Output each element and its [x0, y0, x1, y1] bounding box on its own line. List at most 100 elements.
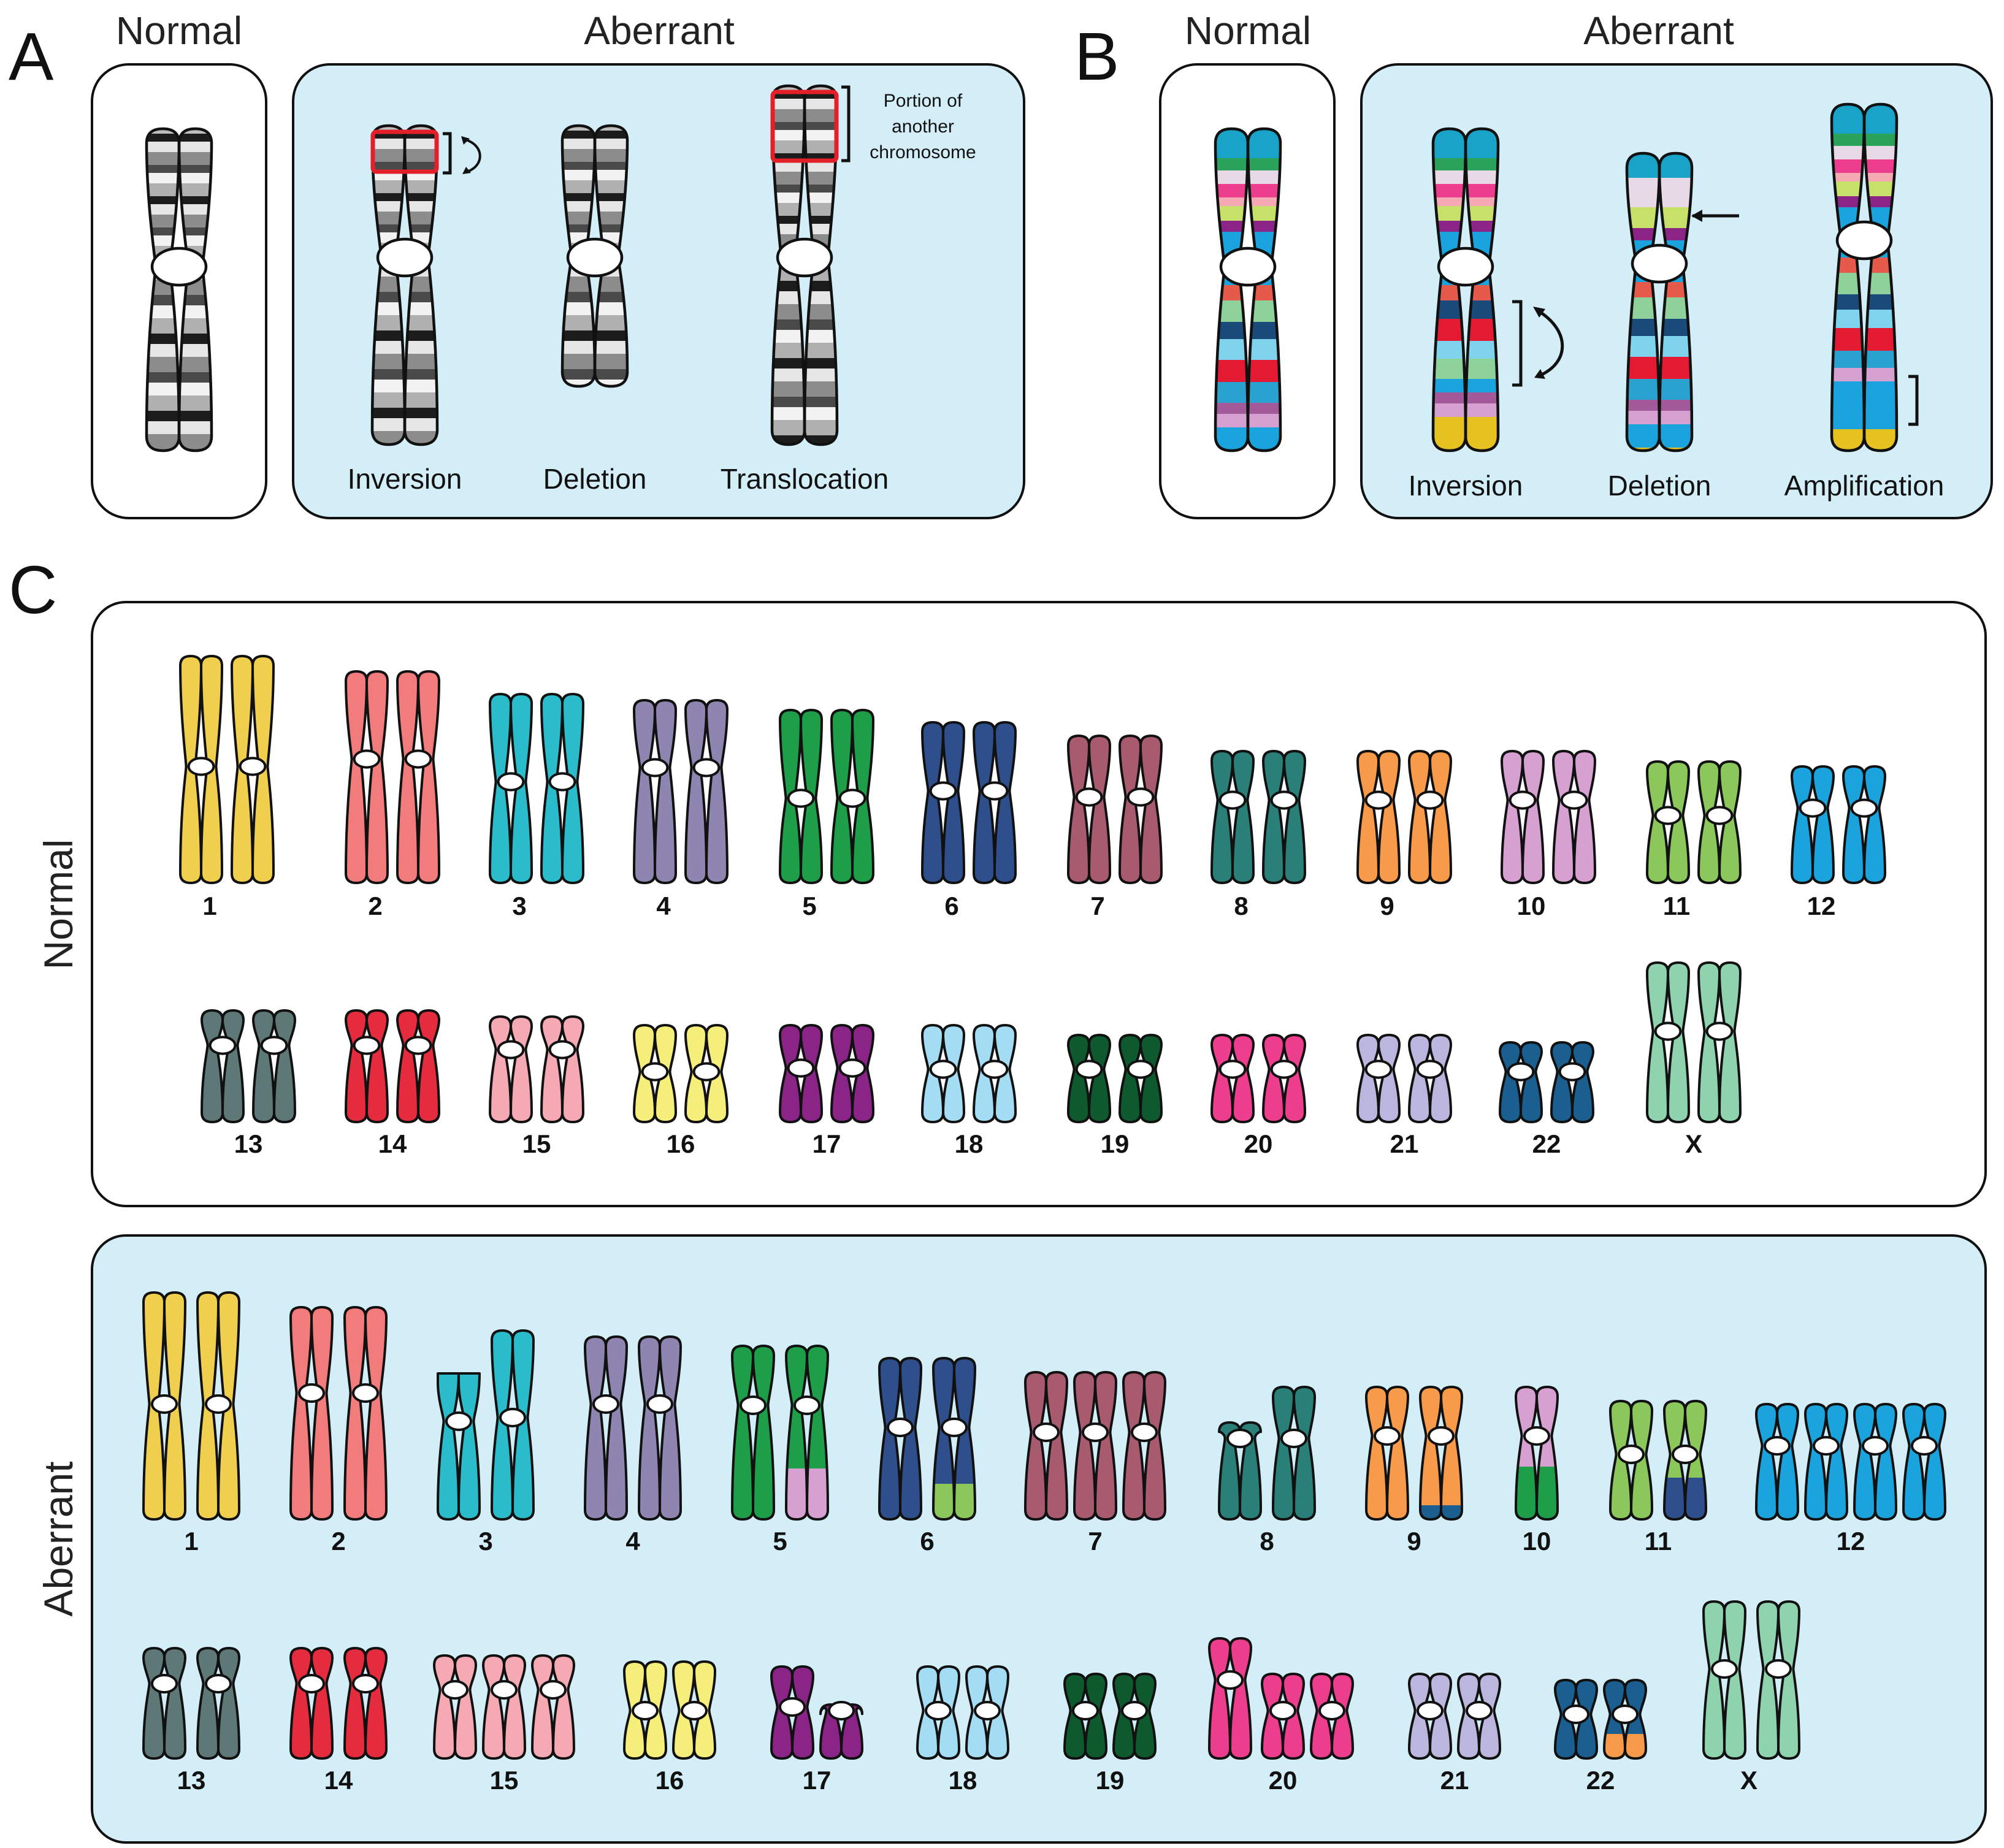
- chromosome-22-normal: [1499, 1041, 1543, 1123]
- chr-label-normal-2: 2: [368, 892, 382, 920]
- chr-label-normal-12: 12: [1807, 892, 1836, 920]
- translocation-note-line3: chromosome: [870, 142, 976, 162]
- chromosome-16-normal: [684, 1024, 729, 1123]
- chromosome-1-normal: [231, 655, 275, 884]
- panel-a-arrowhead-top: [461, 136, 470, 145]
- panel-b-inversion-chromosome: [1431, 127, 1500, 452]
- chr-label-normal-X: X: [1685, 1129, 1702, 1158]
- panel-a-aberrant-box: [292, 63, 1025, 519]
- chromosome-19-normal: [1119, 1034, 1163, 1123]
- chromosome-16-aberrant: [672, 1660, 716, 1760]
- panel-b-normal-box: [1159, 63, 1336, 519]
- chr-label-aberrant-7: 7: [1088, 1527, 1102, 1556]
- panel-a-letter: A: [9, 19, 54, 94]
- panel-b-amplification-bracket: [1908, 375, 1919, 426]
- chr-label-aberrant-21: 21: [1440, 1766, 1469, 1795]
- chromosome-20-normal: [1262, 1034, 1306, 1123]
- panel-b-normal-header: Normal: [1185, 9, 1311, 53]
- chr-label-aberrant-14: 14: [324, 1766, 353, 1795]
- chr-label-aberrant-11: 11: [1645, 1527, 1672, 1556]
- chromosome-21-aberrant: [1408, 1673, 1452, 1760]
- chr-label-normal-13: 13: [234, 1129, 263, 1158]
- panel-c-letter: C: [9, 552, 57, 628]
- panel-b-letter: B: [1074, 19, 1119, 94]
- chr-label-normal-20: 20: [1244, 1129, 1273, 1158]
- chromosome-8-aberrant-deleted: [1218, 1421, 1262, 1521]
- panel-b-arrowhead-top: [1533, 307, 1545, 318]
- chromosome-11-normal: [1646, 760, 1690, 884]
- chromosome-20-aberrant: [1310, 1673, 1354, 1760]
- chromosome-21-normal: [1408, 1034, 1452, 1123]
- chromosome-21-aberrant: [1457, 1673, 1501, 1760]
- grey-chromosome-translocation: [770, 84, 839, 446]
- chr-label-aberrant-8: 8: [1260, 1527, 1274, 1556]
- panel-b-label-amplification: Amplification: [1784, 470, 1945, 502]
- chromosome-20-aberrant: [1261, 1673, 1305, 1760]
- chr-label-normal-4: 4: [656, 892, 671, 920]
- chromosome-3-normal: [489, 693, 533, 884]
- chr-label-normal-11: 11: [1663, 892, 1690, 920]
- chromosome-19-normal: [1067, 1034, 1111, 1123]
- chromosome-17-aberrant-deleted: [819, 1701, 863, 1760]
- chr-label-aberrant-3: 3: [478, 1527, 492, 1556]
- chr-label-normal-17: 17: [813, 1129, 841, 1158]
- chromosome-5-normal: [830, 709, 874, 884]
- panel-b-inversion-bracket: [1512, 300, 1523, 387]
- panel-a-translocation-bracket: [841, 85, 851, 162]
- chr-label-aberrant-6: 6: [920, 1527, 934, 1556]
- chr-label-aberrant-13: 13: [177, 1766, 206, 1795]
- chr-label-aberrant-12: 12: [1837, 1527, 1865, 1556]
- chr-label-normal-16: 16: [667, 1129, 695, 1158]
- chr-label-aberrant-16: 16: [656, 1766, 684, 1795]
- panel-b-inversion-arrow: [1538, 310, 1564, 377]
- chr-label-normal-14: 14: [378, 1129, 407, 1158]
- panel-c-normal-side-label: Normal: [36, 839, 81, 970]
- panel-a-arrowhead-bottom: [462, 167, 471, 174]
- chromosome-11-aberrant-translocation: [1663, 1400, 1707, 1521]
- panel-a-aberrant-header: Aberrant: [584, 9, 735, 53]
- chromosome-16-normal: [633, 1024, 677, 1123]
- chromosome-18-aberrant: [916, 1665, 960, 1760]
- translocation-note-line2: another: [892, 116, 954, 137]
- chr-label-normal-9: 9: [1380, 892, 1394, 920]
- chr-label-normal-5: 5: [802, 892, 816, 920]
- chromosome-22-aberrant: [1554, 1679, 1598, 1760]
- panel-b-label-deletion: Deletion: [1608, 470, 1711, 502]
- chr-label-aberrant-1: 1: [184, 1527, 198, 1556]
- chromosome-18-aberrant: [965, 1665, 1009, 1760]
- panel-b-arrowhead-bottom: [1534, 369, 1545, 379]
- chromosome-1-aberrant: [142, 1291, 186, 1521]
- chromosome-19-aberrant: [1063, 1673, 1107, 1760]
- chr-label-aberrant-10: 10: [1523, 1527, 1551, 1556]
- chromosome-18-normal: [921, 1024, 965, 1123]
- panel-b-aberrant-header: Aberrant: [1583, 9, 1734, 53]
- chromosome-18-normal: [973, 1024, 1017, 1123]
- chromosome-1-normal: [179, 655, 223, 884]
- chromosome-11-normal: [1697, 760, 1742, 884]
- chromosome-1-aberrant: [196, 1291, 240, 1521]
- chr-label-normal-3: 3: [512, 892, 526, 920]
- chr-label-aberrant-18: 18: [949, 1766, 977, 1795]
- panel-b-label-inversion: Inversion: [1409, 470, 1523, 502]
- chromosome-3-normal: [540, 693, 584, 884]
- panel-a-translocation-chromosome: [770, 84, 839, 446]
- chr-label-normal-6: 6: [944, 892, 958, 920]
- chr-label-normal-10: 10: [1517, 892, 1546, 920]
- chromosome-16-aberrant: [623, 1660, 667, 1760]
- chr-label-aberrant-5: 5: [773, 1527, 787, 1556]
- panel-a-inversion-bracket: [443, 132, 452, 175]
- chr-label-normal-19: 19: [1101, 1129, 1130, 1158]
- translocation-note-line1: Portion of: [884, 91, 963, 111]
- chr-label-normal-21: 21: [1390, 1129, 1419, 1158]
- panel-a-inversion-arrow: [465, 139, 481, 173]
- panel-b-deletion-arrowhead: [1691, 210, 1702, 222]
- chromosome-17-normal: [779, 1024, 823, 1123]
- chr-label-aberrant-X: X: [1740, 1766, 1757, 1795]
- chromosome-9-normal: [1408, 750, 1452, 884]
- chromosome-20-normal: [1210, 1034, 1255, 1123]
- chr-label-aberrant-2: 2: [331, 1527, 345, 1556]
- chr-label-aberrant-20: 20: [1269, 1766, 1298, 1795]
- chromosome-17-normal: [830, 1024, 874, 1123]
- panel-a-label-deletion: Deletion: [543, 463, 647, 495]
